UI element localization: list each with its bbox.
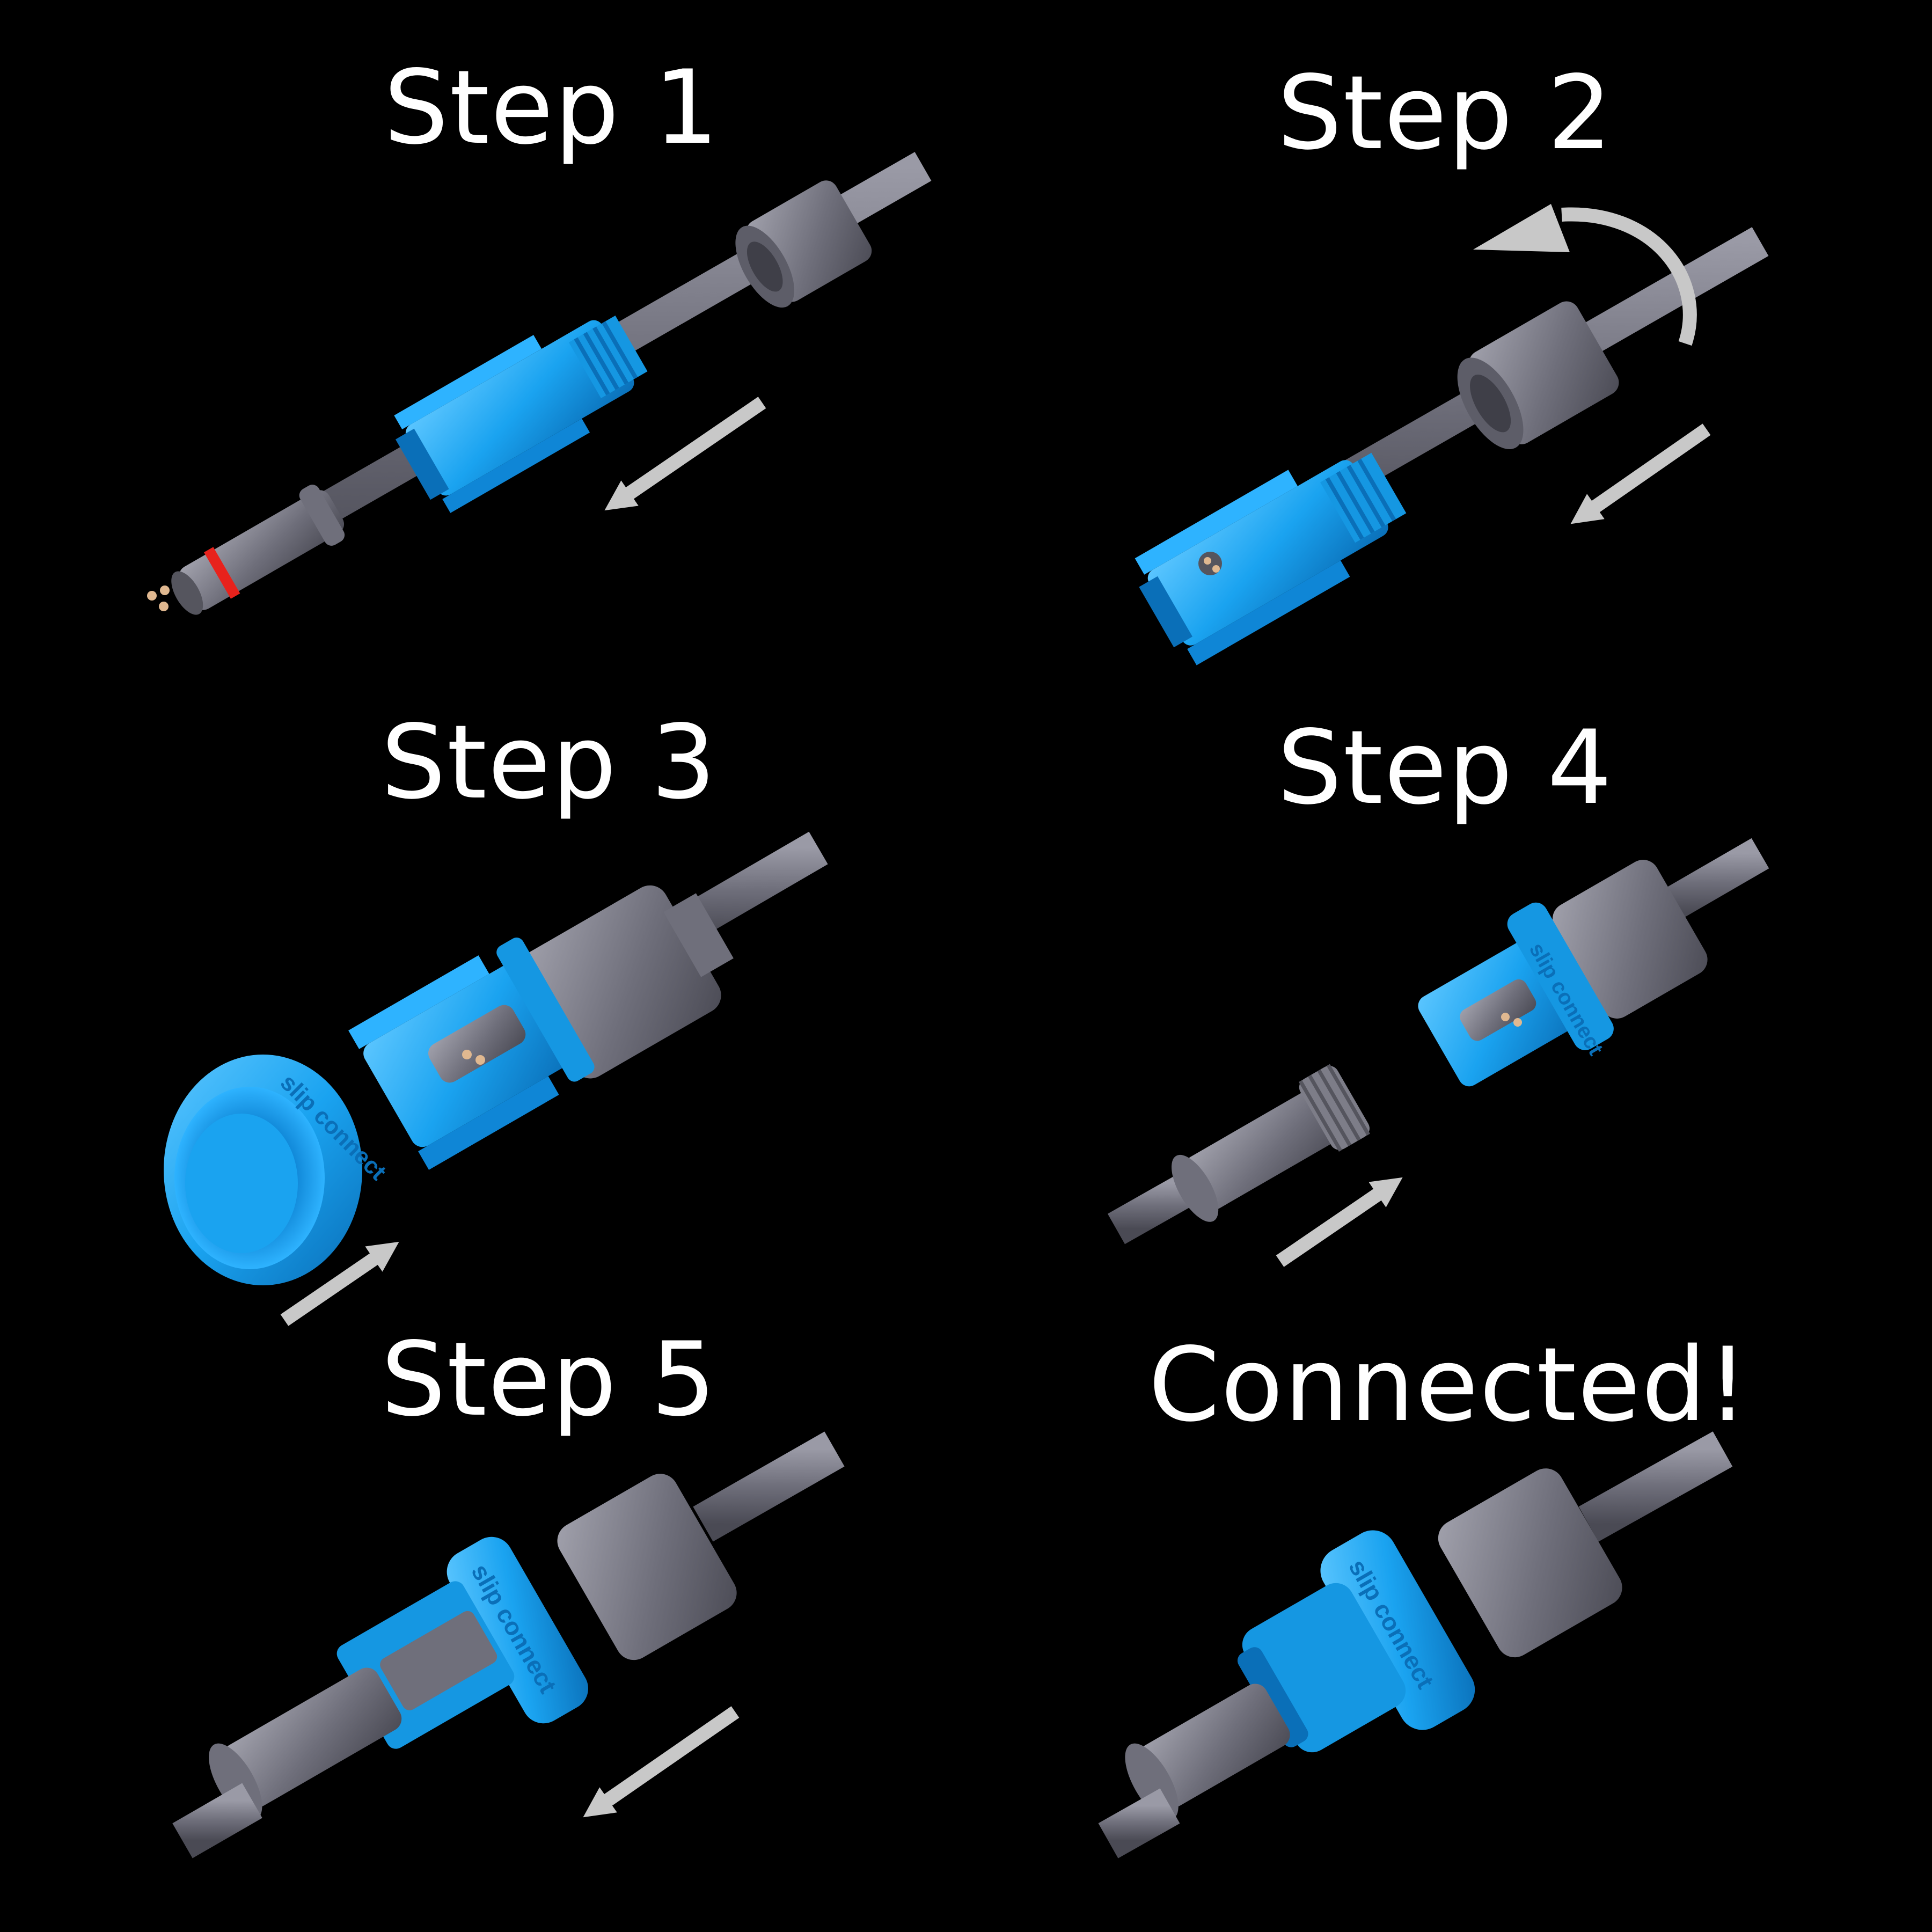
step5-gray-housing	[557, 1474, 737, 1660]
step2-gray-nut	[1457, 301, 1619, 450]
step4-inner-plug	[1460, 979, 1536, 1041]
step5-illustration: slip connect	[172, 1431, 845, 1858]
step1-arrow	[604, 397, 766, 511]
step1-gray-plug	[171, 485, 345, 615]
connected-blue-body	[1237, 1583, 1406, 1753]
step3-title: Step 3	[381, 703, 717, 822]
step2-blue-connector	[1135, 452, 1407, 665]
step2-illustration	[1135, 204, 1769, 665]
step4-gray-plug	[1172, 1064, 1370, 1222]
connected-title: Connected!	[1148, 1326, 1750, 1444]
step1-blue-connector	[394, 316, 648, 513]
step1-gray-nut	[735, 180, 872, 308]
connected-cable-left	[1098, 1788, 1180, 1858]
step4-arrow	[1276, 1177, 1403, 1267]
step1-illustration	[147, 152, 932, 615]
step2-rotate-arrow	[1561, 207, 1697, 346]
step3-blue-ring: slip connect	[164, 1055, 391, 1285]
step5-arrow	[583, 1706, 740, 1818]
connected-cable-right	[1578, 1431, 1733, 1542]
step2-arrow	[1570, 423, 1711, 524]
step5-cable-left	[172, 1783, 262, 1858]
step2-rotate-arrowhead	[1473, 204, 1570, 252]
step2-title: Step 2	[1277, 54, 1613, 172]
step3-illustration: slip connect	[164, 831, 828, 1326]
step4-title: Step 4	[1277, 708, 1613, 827]
step3-inner-plug	[428, 1005, 526, 1083]
step1-pins	[147, 586, 170, 611]
step3-arrow	[280, 1241, 399, 1326]
step5-title: Step 5	[381, 1320, 717, 1439]
step5-cable-right	[693, 1431, 845, 1542]
connected-illustration: slip connect	[1098, 1431, 1733, 1858]
step4-illustration: slip connect	[1107, 838, 1769, 1267]
step1-title: Step 1	[384, 48, 720, 167]
connected-gray-housing	[1438, 1468, 1622, 1658]
step4-gray-housing	[1553, 860, 1708, 1019]
